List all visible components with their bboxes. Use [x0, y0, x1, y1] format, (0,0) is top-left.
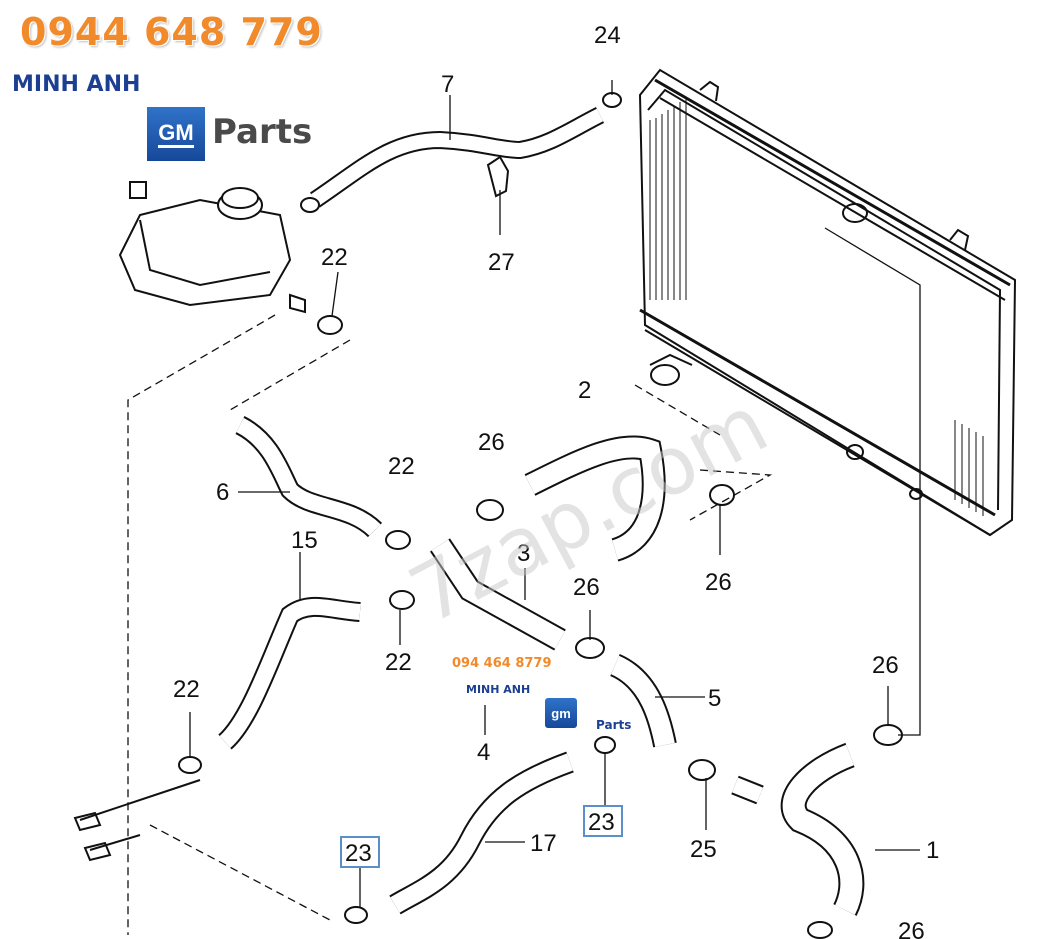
callout-17: 17 — [530, 830, 557, 857]
callout-22: 22 — [321, 244, 348, 271]
bracket-27 — [486, 155, 510, 198]
callout-5: 5 — [708, 685, 721, 712]
callout-7: 7 — [441, 71, 454, 98]
hoses — [73, 106, 865, 916]
callout-26: 26 — [872, 652, 899, 679]
callout-15: 15 — [291, 527, 318, 554]
callout-2: 2 — [578, 377, 591, 404]
callout-23-box — [583, 805, 623, 837]
callout-26: 26 — [573, 574, 600, 601]
coolant-reservoir — [118, 181, 306, 314]
callout-24: 24 — [594, 22, 621, 49]
brand-name: MINH ANH — [12, 72, 141, 97]
callout-4: 4 — [477, 739, 490, 766]
small-brand-name: MINH ANH — [466, 683, 531, 696]
callout-6: 6 — [216, 479, 229, 506]
callout-27: 27 — [488, 249, 515, 276]
gm-logo-text: GM — [158, 120, 194, 148]
leader-lines — [127, 80, 921, 935]
small-gm-logo: gm — [545, 698, 577, 728]
callout-22: 22 — [388, 453, 415, 480]
parts-logo-text: Parts — [212, 112, 313, 152]
callout-22: 22 — [173, 676, 200, 703]
gm-logo: GM — [147, 107, 205, 161]
callout-22: 22 — [385, 649, 412, 676]
phone-watermark: 0944 648 779 — [20, 10, 323, 54]
callout-26: 26 — [478, 429, 505, 456]
callout-26: 26 — [898, 918, 925, 939]
callout-25: 25 — [690, 836, 717, 863]
callout-23: 23 — [588, 809, 615, 836]
callout-26: 26 — [705, 569, 732, 596]
small-parts-text: Parts — [596, 718, 632, 732]
callout-23-box — [340, 836, 380, 868]
hose-clamps — [178, 92, 903, 939]
small-phone-watermark: 094 464 8779 — [452, 656, 552, 671]
callout-labels: 24 7 27 22 2 26 22 6 15 3 26 26 22 26 22… — [173, 22, 939, 939]
radiator — [638, 68, 1017, 537]
callout-23: 23 — [345, 840, 372, 867]
callout-1: 1 — [926, 837, 939, 864]
callout-3: 3 — [517, 540, 530, 567]
